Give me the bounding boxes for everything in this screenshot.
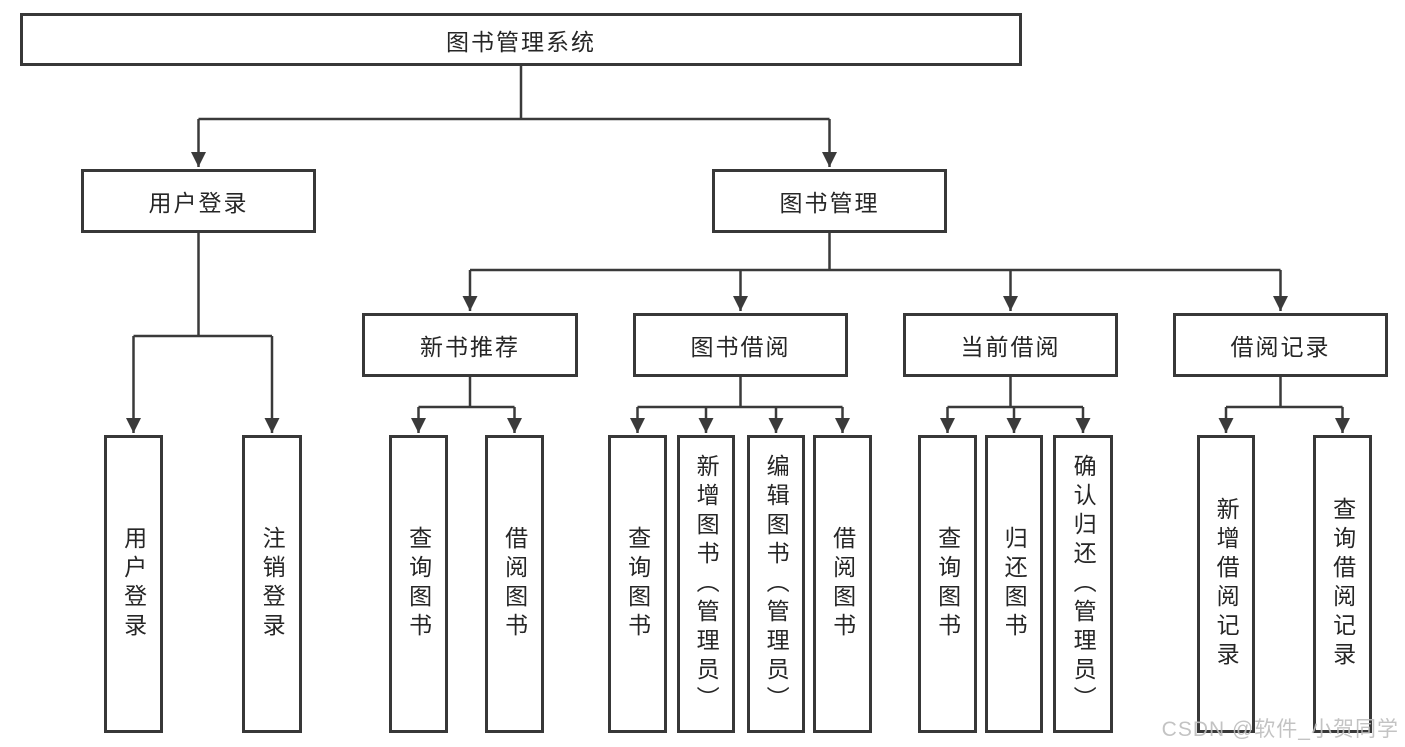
leaf-query-books-current: 查询图书: [918, 435, 977, 733]
leaf-logout: 注销登录: [242, 435, 302, 733]
watermark: CSDN @软件_小贺同学: [1161, 718, 1399, 741]
leaf-user-login: 用户登录: [104, 435, 163, 733]
leaf-label: 查询图书: [624, 526, 651, 642]
node-label: 借阅记录: [1230, 334, 1331, 360]
node-label: 图书管理系统: [446, 28, 596, 55]
node-label: 当前借阅: [960, 334, 1061, 360]
leaf-label: 注销登录: [259, 526, 286, 642]
leaf-add-books-admin: 新增图书（管理员）: [677, 435, 735, 733]
leaf-label: 确认归还（管理员）: [1070, 453, 1097, 715]
leaf-label: 用户登录: [120, 526, 147, 642]
leaf-label: 查询图书: [405, 526, 432, 642]
leaf-label: 归还图书: [1001, 526, 1028, 642]
node-library-management-system: 图书管理系统: [20, 13, 1022, 66]
leaf-label: 借阅图书: [501, 526, 528, 642]
leaf-query-books-borrowing: 查询图书: [608, 435, 667, 733]
leaf-label: 新增图书（管理员）: [693, 453, 720, 715]
leaf-borrow-books-borrowing: 借阅图书: [813, 435, 872, 733]
leaf-label: 查询借阅记录: [1329, 497, 1356, 671]
leaf-label: 借阅图书: [829, 526, 856, 642]
leaf-confirm-return-admin: 确认归还（管理员）: [1053, 435, 1113, 733]
node-current-borrowing: 当前借阅: [903, 313, 1118, 377]
node-label: 用户登录: [148, 190, 249, 216]
leaf-borrow-books-recommend: 借阅图书: [485, 435, 544, 733]
node-user-login: 用户登录: [81, 169, 316, 233]
node-book-management: 图书管理: [712, 169, 947, 233]
leaf-edit-books-admin: 编辑图书（管理员）: [747, 435, 805, 733]
leaf-query-books-recommend: 查询图书: [389, 435, 448, 733]
node-label: 新书推荐: [420, 334, 520, 360]
leaf-add-borrow-record: 新增借阅记录: [1197, 435, 1255, 733]
node-book-borrowing: 图书借阅: [633, 313, 848, 377]
leaf-label: 编辑图书（管理员）: [763, 453, 790, 715]
node-new-book-recommendation: 新书推荐: [362, 313, 578, 377]
leaf-return-books: 归还图书: [985, 435, 1043, 733]
leaf-label: 查询图书: [934, 526, 961, 642]
leaf-query-borrow-record: 查询借阅记录: [1313, 435, 1372, 733]
leaf-label: 新增借阅记录: [1213, 497, 1240, 671]
node-borrowing-records: 借阅记录: [1173, 313, 1388, 377]
node-label: 图书借阅: [690, 334, 791, 360]
node-label: 图书管理: [779, 190, 880, 216]
